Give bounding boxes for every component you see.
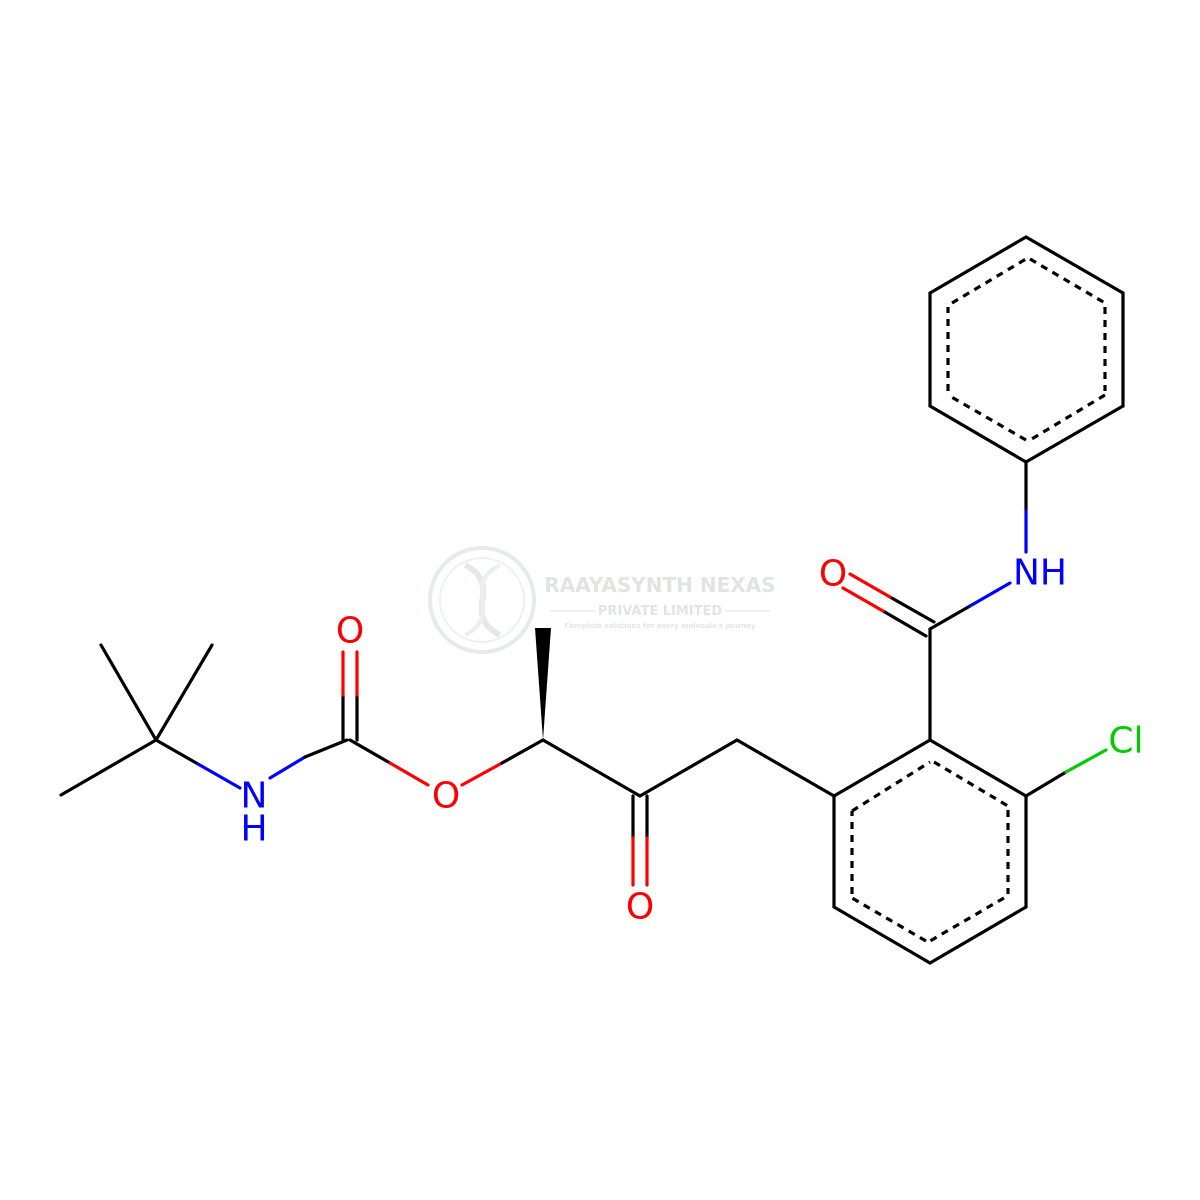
ring-a-bond-5 [832,905,932,965]
ring-b-bond-4 [1024,235,1125,295]
bond-n-to-carbonyl-blue [268,755,307,780]
bond-tbu-methyl-3 [59,738,158,797]
bond-amide-c-to-n-blue [968,581,1012,608]
atom-label-carbamate-h: H [240,809,267,850]
atom-label-ketone-o: O [626,887,654,928]
ring-b-aromatic-4 [1029,257,1106,305]
tert-butyl-group [59,643,242,797]
ring-a-aromatic-5 [851,896,927,943]
bond-tbu-to-n-blue [196,762,242,790]
chlorobenzene-ring [832,738,1028,965]
ring-a-aromatic-4 [929,896,1005,943]
ring-b-bond-1 [928,404,1028,464]
ring-b-aromatic-3 [951,257,1027,305]
bond-amide-co-1-red [848,572,892,599]
bond-tbu-methyl-1 [99,643,158,742]
watermark-tagline: Complete solutions for every molecule's … [565,622,756,630]
ring-b-bond-6 [1024,404,1125,464]
ring-a-bond-4 [928,905,1028,965]
atom-label-amide-o: O [819,554,847,595]
bond-amide-co-1-black [888,595,936,624]
ring-b-aromatic-1 [947,393,1027,442]
watermark-company: RAAYASYNTH NEXAS [544,573,775,597]
bond-n-to-carbonyl-black [303,738,349,759]
carbamate-group [268,650,545,787]
watermark-logo-icon [428,546,536,654]
bond-amide-c-to-n-black [928,604,972,631]
watermark-subtitle: PRIVATE LIMITED [598,604,723,619]
amide-group [841,460,1028,742]
atom-label-amide-nh: NH [1013,553,1067,594]
bond-ring-to-cl-black [1024,770,1068,798]
ketone-group [541,738,836,887]
wedge-bond-methyl [535,628,551,740]
watermark: RAAYASYNTH NEXAS PRIVATE LIMITED Complet… [428,546,776,654]
bond-carbonyl-to-ester-o-red [388,761,430,787]
bond-chiral-to-ketone-c [541,738,642,798]
bond-tbu-methyl-2 [154,643,214,742]
atom-label-chlorine: Cl [1108,721,1143,762]
ring-a-bond-2 [928,738,1028,798]
bond-ketone-to-ch2 [638,738,739,798]
atom-label-carbamate-carbonyl-o: O [336,611,364,652]
ring-a-aromatic-1 [851,760,931,813]
bond-tbu-to-n-black [154,738,200,766]
atom-label-carbamate-n: N [241,776,268,817]
bond-carbonyl-to-ester-o-black [348,738,392,765]
bond-ch2-to-ring [735,738,836,798]
bond-ester-o-to-chiral-black [500,738,545,765]
ring-a-aromatic-2 [933,760,1009,808]
bond-amide-co-2-red [841,586,885,613]
ring-b-bond-3 [928,235,1028,295]
ring-a-bond-1 [832,738,932,798]
bond-ring-to-cl-green [1064,748,1108,774]
bond-amide-co-2-black [881,609,928,638]
atom-label-ester-o: O [432,776,460,817]
ring-b-aromatic-6 [1029,393,1106,442]
bond-ester-o-to-chiral-red [460,761,504,787]
phenyl-ring [928,235,1125,464]
